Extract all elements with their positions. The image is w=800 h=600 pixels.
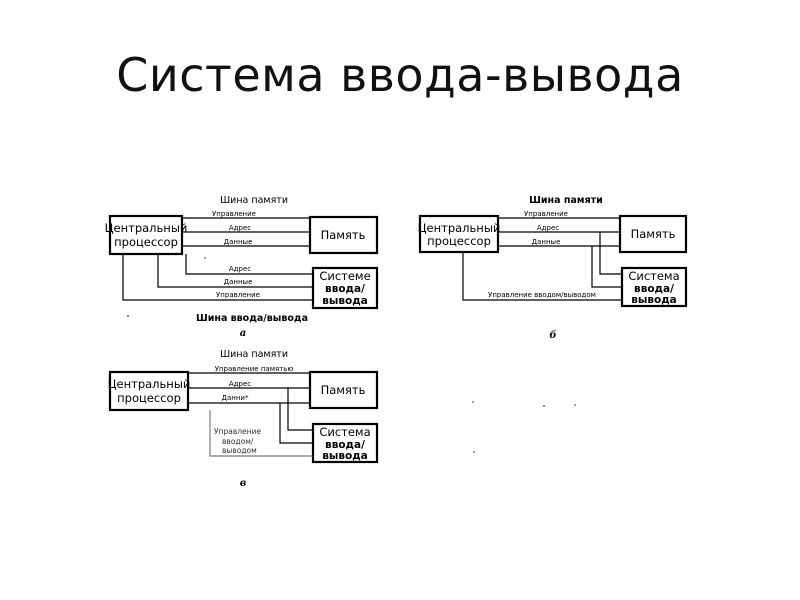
bus-line xyxy=(209,410,313,457)
io-system-box xyxy=(620,266,688,308)
bus-line-label: Данные xyxy=(224,238,253,246)
io-system-label: Системе xyxy=(319,269,370,283)
cpu-label: процессор xyxy=(427,234,491,248)
bus-line-label: Адрес xyxy=(229,224,251,232)
memory-bus-label: Шина памяти xyxy=(220,349,288,360)
bus-line xyxy=(599,232,622,275)
memory-label: Память xyxy=(321,383,366,397)
diagram-caption: б xyxy=(549,330,556,341)
slide-title: Система ввода-вывода xyxy=(116,48,684,102)
io-system-box xyxy=(311,266,379,310)
memory-label: Память xyxy=(321,228,366,242)
cpu-label: Центральный xyxy=(108,377,191,391)
bus-line-label: Адрес xyxy=(229,265,251,273)
diagram-caption: в xyxy=(240,478,247,489)
bus-line xyxy=(279,403,313,444)
bus-line-label: Управление вводом/выводом xyxy=(488,291,596,299)
bus-line-label: Адрес xyxy=(229,380,251,388)
bus-line-label: Данные xyxy=(532,238,561,246)
io-control-label: Управление xyxy=(214,427,261,436)
memory-label: Память xyxy=(631,227,676,241)
io-system-label: ввода/ xyxy=(325,439,365,451)
cpu-box xyxy=(418,214,500,254)
memory-box xyxy=(308,215,379,255)
bus-line xyxy=(591,246,622,288)
cpu-box xyxy=(108,214,184,256)
io-system-label: вывода xyxy=(631,294,677,306)
scan-specks xyxy=(127,257,576,453)
bus-line-label: Управление xyxy=(524,210,568,218)
io-control-label: вводом/ xyxy=(222,437,254,446)
io-system-label: ввода/ xyxy=(325,283,365,295)
io-system-label: ввода/ xyxy=(634,283,674,295)
bus-line-label: Данные xyxy=(224,278,253,286)
cpu-box xyxy=(108,370,190,412)
bus-line-label: Управление xyxy=(216,291,260,299)
io-system-label: вывода xyxy=(322,295,368,307)
bus-line-label: Адрес xyxy=(537,224,559,232)
cpu-label: процессор xyxy=(114,235,178,249)
memory-box xyxy=(308,370,379,410)
diagram-a: Шина памяти Управление Адрес Данные Цент… xyxy=(105,195,379,339)
cpu-label: Центральный xyxy=(105,221,188,235)
bus-line-label: Управление xyxy=(212,210,256,218)
bus-line xyxy=(462,252,622,301)
cpu-label: Центральный xyxy=(418,221,501,235)
bus-line-label: Управление памятью xyxy=(215,365,294,373)
memory-bus-label: Шина памяти xyxy=(220,195,288,206)
io-system-label: Система xyxy=(628,269,679,283)
diagram-caption: а xyxy=(240,328,246,339)
memory-bus-label: Шина памяти xyxy=(529,195,603,206)
bus-line xyxy=(122,254,313,301)
diagram-c: Шина памяти Управление памятью Адрес Дан… xyxy=(108,349,379,489)
cpu-label: процессор xyxy=(117,391,181,405)
memory-box xyxy=(618,214,688,254)
io-control-label: выводом xyxy=(222,446,257,455)
bus-line xyxy=(287,388,313,431)
io-system-label: Система xyxy=(319,425,370,439)
bus-line xyxy=(157,254,313,288)
bus-line xyxy=(185,254,313,275)
io-system-label: вывода xyxy=(322,450,368,462)
io-bus-label: Шина ввода/вывода xyxy=(196,313,308,324)
bus-line-label: Данни* xyxy=(222,394,249,402)
diagram-b: Шина памяти Управление Адрес Данные Цент… xyxy=(418,195,688,341)
